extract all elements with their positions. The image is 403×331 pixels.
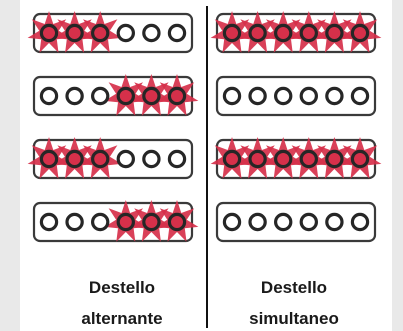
caption-alternating-line1: Destello bbox=[88, 278, 156, 297]
lightbar-alternating-1 bbox=[27, 11, 194, 54]
caption-alternating-line2: alternante bbox=[81, 309, 163, 328]
led-lit bbox=[350, 23, 370, 43]
lightbar-housing bbox=[215, 201, 377, 243]
lightbar-simultaneous-3 bbox=[210, 137, 382, 180]
led-lit bbox=[274, 149, 293, 169]
led-lit bbox=[167, 212, 187, 232]
led-lit bbox=[299, 23, 318, 43]
led-lit bbox=[325, 23, 344, 43]
led-off bbox=[90, 86, 110, 106]
led-off bbox=[65, 86, 84, 106]
led-off bbox=[299, 212, 318, 232]
led-lit bbox=[350, 149, 370, 169]
led-off bbox=[39, 212, 59, 232]
led-off bbox=[350, 86, 370, 106]
led-lit bbox=[274, 23, 293, 43]
led-off bbox=[274, 212, 293, 232]
led-off bbox=[167, 149, 187, 169]
led-lit bbox=[116, 212, 136, 232]
led-lit bbox=[299, 149, 318, 169]
led-off bbox=[299, 86, 318, 106]
led-lit bbox=[222, 23, 242, 43]
led-lit bbox=[142, 86, 161, 106]
led-off bbox=[142, 149, 161, 169]
led-lit bbox=[65, 23, 84, 43]
led-off bbox=[65, 212, 84, 232]
led-off bbox=[325, 212, 344, 232]
lightbar-housing bbox=[215, 75, 377, 117]
led-off bbox=[222, 212, 242, 232]
lightbar-simultaneous-2 bbox=[215, 75, 377, 117]
led-off bbox=[116, 23, 136, 43]
led-off bbox=[325, 86, 344, 106]
led-off bbox=[248, 86, 267, 106]
led-off bbox=[167, 23, 187, 43]
led-lit bbox=[90, 23, 110, 43]
led-lit bbox=[90, 149, 110, 169]
lightbar-simultaneous-1 bbox=[210, 11, 382, 54]
led-lit bbox=[142, 212, 161, 232]
led-lit bbox=[325, 149, 344, 169]
led-off bbox=[274, 86, 293, 106]
led-off bbox=[350, 212, 370, 232]
lightbar-alternating-4 bbox=[32, 200, 199, 243]
led-off bbox=[39, 86, 59, 106]
lightbar-alternating-2 bbox=[32, 74, 199, 117]
led-lit bbox=[39, 149, 59, 169]
led-off bbox=[222, 86, 242, 106]
led-off bbox=[90, 212, 110, 232]
lightbar-alternating-3 bbox=[27, 137, 194, 180]
caption-simultaneous-line2: simultaneo bbox=[249, 309, 339, 328]
led-lit bbox=[116, 86, 136, 106]
led-lit bbox=[248, 23, 267, 43]
led-off bbox=[248, 212, 267, 232]
caption-simultaneous-line1: Destello bbox=[260, 278, 328, 297]
led-off bbox=[142, 23, 161, 43]
led-off bbox=[116, 149, 136, 169]
led-lit bbox=[39, 23, 59, 43]
led-lit bbox=[65, 149, 84, 169]
led-lit bbox=[167, 86, 187, 106]
led-lit bbox=[222, 149, 242, 169]
led-lit bbox=[248, 149, 267, 169]
lightbar-simultaneous-4 bbox=[215, 201, 377, 243]
